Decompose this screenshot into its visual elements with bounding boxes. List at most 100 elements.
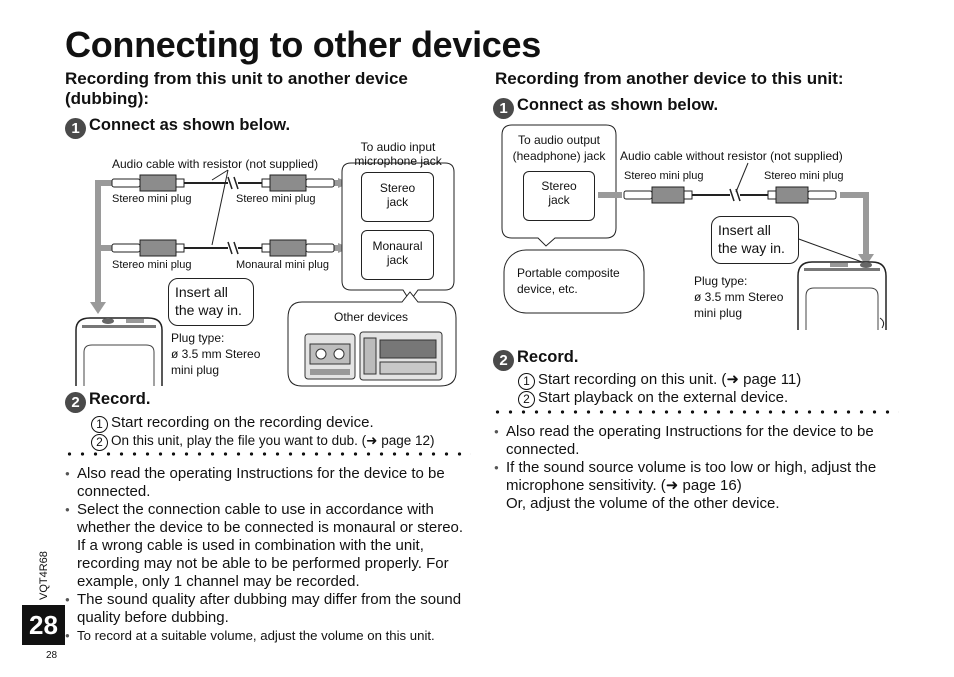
cable-break-icon: [227, 176, 239, 190]
plug-type-line3: mini plug: [694, 306, 743, 320]
cable-route-arrows: [95, 180, 112, 302]
note-item: To record at a suitable volume, adjust t…: [65, 627, 475, 645]
plug-label: Stereo mini plug: [112, 259, 192, 271]
cassette-player-icon: [304, 333, 356, 380]
portable-device-label: Portable composite device, etc.: [517, 265, 620, 297]
left-heading-line2: (dubbing):: [65, 89, 150, 108]
monaural-jack-box: Monaural jack: [361, 230, 434, 280]
left-step2-sub2-text: On this unit, play the file you want to …: [111, 433, 435, 448]
circled-number: 1: [91, 416, 108, 433]
arrow-down-icon: [90, 302, 106, 314]
plug-type-line2: ø 3.5 mm Stereo: [171, 347, 261, 361]
target-jack-label-line2: microphone jack: [354, 154, 442, 168]
plug-type-right: Plug type: ø 3.5 mm Stereo mini plug: [694, 273, 783, 321]
source-jack-line1: Stereo: [541, 179, 577, 193]
recorder-unit-icon: [797, 261, 887, 330]
cable-break-icon: [729, 188, 741, 202]
cable-label-left: Audio cable with resistor (not supplied): [112, 157, 319, 171]
arrow-right-icon: [598, 192, 622, 198]
plug-label: Monaural mini plug: [236, 259, 329, 271]
right-heading: Recording from another device to this un…: [495, 69, 844, 88]
left-step2-title: Record.: [89, 390, 151, 408]
source-jack-label-line1: To audio output: [517, 133, 601, 147]
insert-all-callout: Insert all the way in.: [711, 216, 799, 264]
monaural-jack-line1: Monaural: [372, 239, 423, 253]
recorder-unit-icon: [75, 317, 163, 386]
circled-number: 2: [518, 391, 535, 408]
radio-recorder-icon: [359, 331, 443, 381]
other-devices-label: Other devices: [334, 310, 409, 324]
plug-type-line1: Plug type:: [171, 331, 225, 345]
stereo-jack-line2: jack: [386, 195, 409, 209]
plug-type-line1: Plug type:: [694, 274, 748, 288]
cable-route-arrows: [840, 192, 869, 254]
step-number-badge: 1: [493, 98, 514, 119]
left-step2-sub1-text: Start recording on the recording device.: [111, 414, 374, 431]
stereo-jack-line1: Stereo: [379, 181, 416, 195]
step-number-badge: 2: [493, 350, 514, 371]
page-number-tab: 28: [22, 605, 65, 645]
plug-type-left: Plug type: ø 3.5 mm Stereo mini plug: [171, 330, 260, 378]
mono-plug-icon: [261, 239, 335, 257]
right-step2-sub1-text: Start recording on this unit. (➜ page 11…: [538, 371, 802, 388]
note-item: Also read the operating Instructions for…: [494, 423, 884, 459]
source-jack-line2: jack: [548, 193, 570, 207]
note-item: If the sound source volume is too low or…: [494, 459, 884, 495]
plug-label: Stereo mini plug: [236, 193, 316, 205]
stereo-plug-icon: [111, 239, 185, 257]
stereo-plug-icon: [261, 174, 335, 192]
plug-label: Stereo mini plug: [624, 170, 704, 182]
page-number-small: 28: [46, 650, 58, 661]
doc-code: VQT4R68: [38, 551, 50, 600]
portable-line1: Portable composite: [517, 266, 620, 280]
insert-line1: Insert all: [718, 222, 771, 238]
plug-type-line3: mini plug: [171, 363, 220, 377]
source-stereo-jack-box: Stereo jack: [523, 171, 595, 221]
insert-line2: the way in.: [718, 240, 785, 256]
left-heading: Recording from this unit to another devi…: [65, 69, 408, 109]
stereo-plug-icon: [767, 186, 837, 204]
left-heading-line1: Recording from this unit to another devi…: [65, 69, 408, 88]
note-item: Also read the operating Instructions for…: [65, 465, 475, 501]
circled-number: 2: [91, 434, 108, 451]
insert-line1: Insert all: [175, 284, 228, 300]
dotted-divider: [63, 452, 471, 456]
source-jack-label: To audio output (headphone) jack: [505, 132, 613, 164]
plug-label: Stereo mini plug: [112, 193, 192, 205]
target-jack-label: To audio input microphone jack: [347, 140, 449, 168]
page-title: Connecting to other devices: [65, 24, 541, 65]
note-extra: Or, adjust the volume of the other devic…: [506, 495, 780, 512]
step-number-badge: 2: [65, 392, 86, 413]
plug-label: Stereo mini plug: [764, 170, 844, 182]
note-item: The sound quality after dubbing may diff…: [65, 591, 475, 627]
left-notes: Also read the operating Instructions for…: [65, 465, 475, 645]
cable-label-right: Audio cable without resistor (not suppli…: [620, 149, 843, 163]
insert-all-callout: Insert all the way in.: [168, 278, 254, 326]
dotted-divider: [491, 410, 899, 414]
insert-line2: the way in.: [175, 302, 242, 318]
source-jack-label-line2: (headphone) jack: [512, 149, 606, 163]
note-item: Select the connection cable to use in ac…: [65, 501, 475, 591]
stereo-plug-icon: [623, 186, 693, 204]
circled-number: 1: [518, 373, 535, 390]
right-step1-title: Connect as shown below.: [517, 96, 719, 114]
portable-device-box: [503, 249, 645, 314]
portable-line2: device, etc.: [517, 282, 578, 296]
plug-type-line2: ø 3.5 mm Stereo: [694, 290, 784, 304]
step-number-badge: 1: [65, 118, 86, 139]
right-step2-title: Record.: [517, 348, 579, 366]
cable-break-icon: [227, 241, 239, 255]
stereo-plug-icon: [111, 174, 185, 192]
monaural-jack-line2: jack: [386, 253, 409, 267]
arrow-down-icon: [858, 254, 874, 266]
left-step1-title: Connect as shown below.: [89, 116, 291, 134]
